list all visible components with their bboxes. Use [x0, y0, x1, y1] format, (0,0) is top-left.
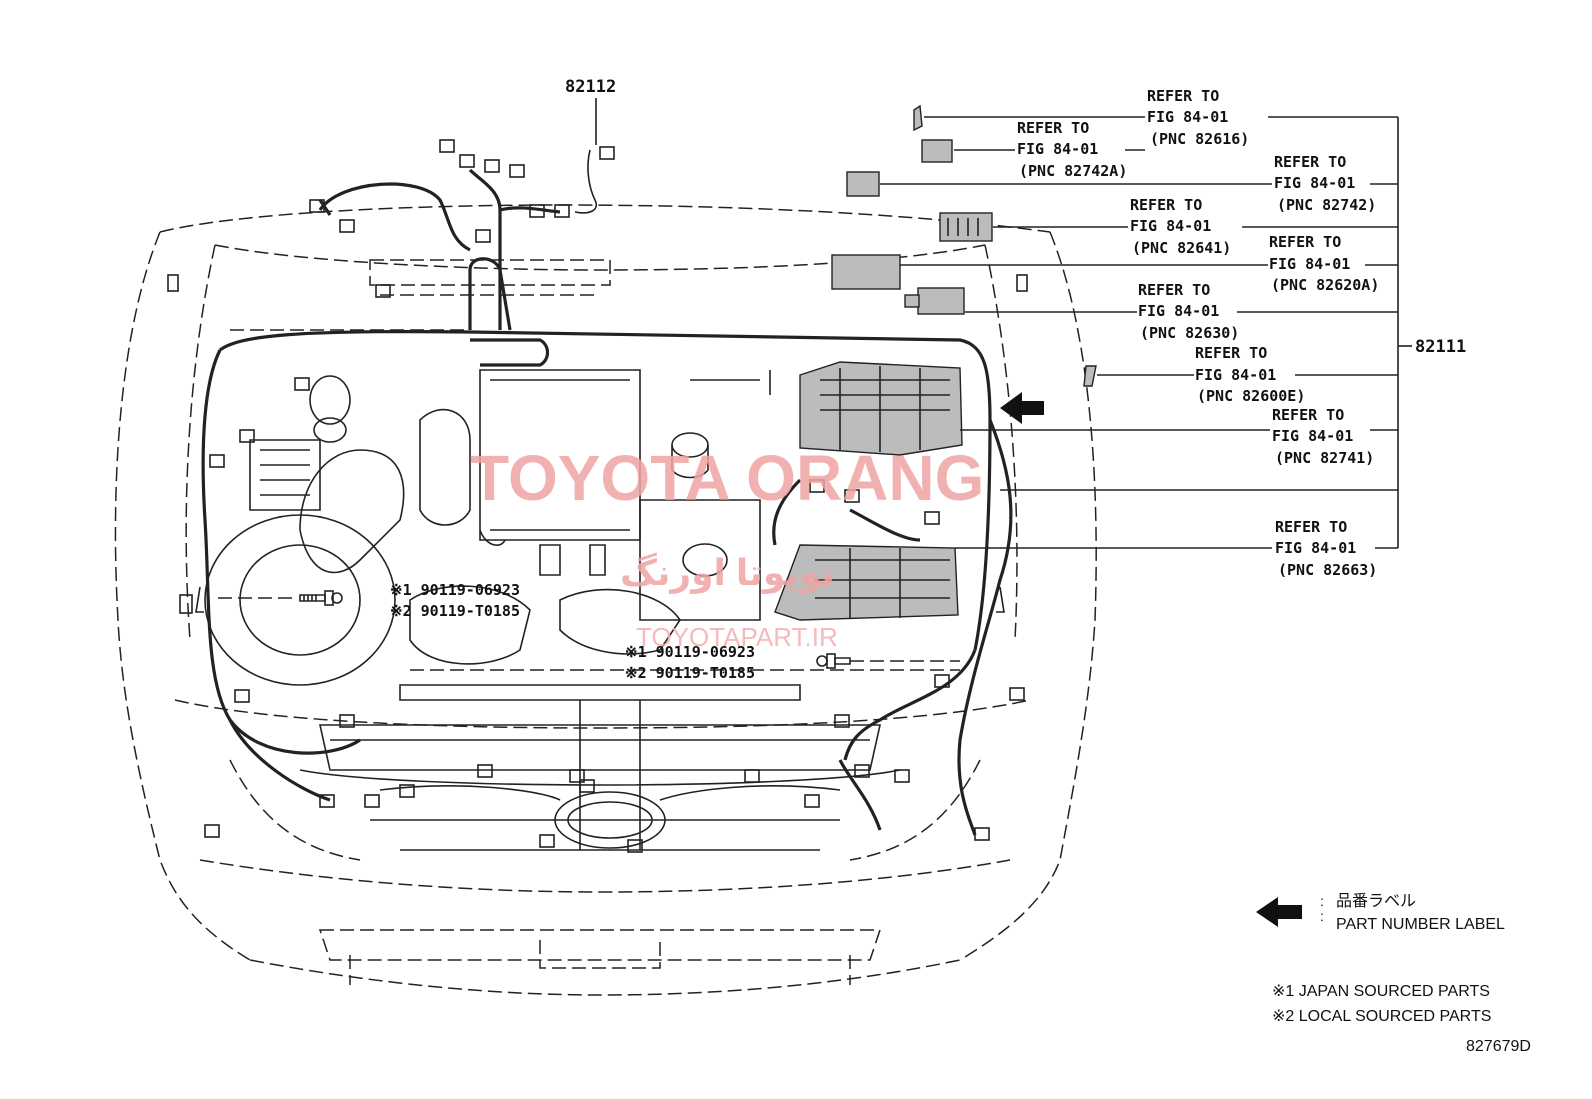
svg-text:※1 90119-06923: ※1 90119-06923 — [390, 581, 520, 599]
svg-text:FIG 84-01: FIG 84-01 — [1275, 539, 1356, 557]
legend-note-japan: ※1 JAPAN SOURCED PARTS — [1272, 983, 1490, 1000]
legend-note-local: ※2 LOCAL SOURCED PARTS — [1272, 1008, 1491, 1025]
svg-text:(PNC 82616): (PNC 82616) — [1150, 130, 1249, 148]
part-number-82112: 82112 — [565, 77, 616, 97]
callout-82663: REFER TO FIG 84-01 (PNC 82663) — [1275, 518, 1377, 579]
svg-text:FIG 84-01: FIG 84-01 — [1195, 366, 1276, 384]
callout-82641: REFER TO FIG 84-01 (PNC 82641) — [1130, 196, 1231, 257]
svg-text:(PNC 82663): (PNC 82663) — [1278, 561, 1377, 579]
bolt-label-center: ※1 90119-06923 ※2 90119-T0185 — [625, 643, 755, 682]
part-82600e-icon — [1083, 365, 1097, 387]
bolt-icon — [299, 590, 343, 606]
svg-text:REFER TO: REFER TO — [1269, 233, 1341, 251]
svg-text:(PNC 82641): (PNC 82641) — [1132, 239, 1231, 257]
wiring-harness — [201, 149, 1013, 836]
callout-82616: REFER TO FIG 84-01 (PNC 82616) — [1147, 87, 1249, 148]
svg-text:REFER TO: REFER TO — [1195, 344, 1267, 362]
svg-text:REFER TO: REFER TO — [1017, 119, 1089, 137]
svg-text:※2 90119-T0185: ※2 90119-T0185 — [625, 664, 755, 682]
part-82742a-icon — [921, 139, 953, 163]
engine-components — [204, 369, 960, 851]
leader-lines — [595, 98, 1412, 549]
callout-82620a: REFER TO FIG 84-01 (PNC 82620A) — [1269, 233, 1379, 294]
svg-text:※2 90119-T0185: ※2 90119-T0185 — [390, 602, 520, 620]
watermark-brand: TOYOTA ORANG — [470, 442, 984, 514]
svg-text:FIG 84-01: FIG 84-01 — [1130, 217, 1211, 235]
svg-text:(PNC 82620A): (PNC 82620A) — [1271, 276, 1379, 294]
legend-label-en: PART NUMBER LABEL — [1336, 916, 1505, 933]
watermark-persian: تویوتا اورنگ — [620, 552, 835, 594]
legend: : : 品番ラベル PART NUMBER LABEL ※1 JAPAN SOU… — [1256, 892, 1505, 1025]
svg-text:REFER TO: REFER TO — [1275, 518, 1347, 536]
svg-text:(PNC 82742A): (PNC 82742A) — [1019, 162, 1127, 180]
svg-text:REFER TO: REFER TO — [1147, 87, 1219, 105]
svg-text:FIG 84-01: FIG 84-01 — [1269, 255, 1350, 273]
svg-text:REFER TO: REFER TO — [1272, 406, 1344, 424]
svg-text:FIG 84-01: FIG 84-01 — [1138, 302, 1219, 320]
svg-text:REFER TO: REFER TO — [1274, 153, 1346, 171]
part-82630-icon — [917, 287, 965, 315]
callout-82742: REFER TO FIG 84-01 (PNC 82742) — [1274, 153, 1376, 214]
svg-text::: : — [1320, 908, 1324, 924]
harness-connectors — [167, 139, 1028, 853]
part-number-label-arrow-icon — [1256, 897, 1302, 927]
drawing-id: 827679D — [1466, 1038, 1531, 1055]
watermark: TOYOTA ORANG تویوتا اورنگ TOYOTAPART.IR — [470, 442, 984, 652]
part-82742-icon — [846, 171, 880, 197]
svg-text:REFER TO: REFER TO — [1130, 196, 1202, 214]
bolt-label-left: ※1 90119-06923 ※2 90119-T0185 — [390, 581, 520, 620]
reference-parts — [774, 104, 1097, 621]
svg-text:FIG 84-01: FIG 84-01 — [1274, 174, 1355, 192]
part-number-82111: 82111 — [1415, 337, 1466, 357]
watermark-site: TOYOTAPART.IR — [636, 622, 838, 652]
part-label-arrow-icon — [1000, 392, 1044, 424]
callout-82600e: REFER TO FIG 84-01 (PNC 82600E) — [1195, 344, 1305, 405]
svg-text:FIG 84-01: FIG 84-01 — [1272, 427, 1353, 445]
callout-82630: REFER TO FIG 84-01 (PNC 82630) — [1138, 281, 1239, 342]
bolt-icon — [816, 653, 851, 669]
legend-label-jp: 品番ラベル — [1336, 892, 1416, 910]
svg-text:(PNC 82741): (PNC 82741) — [1275, 449, 1374, 467]
svg-text:(PNC 82600E): (PNC 82600E) — [1197, 387, 1305, 405]
callout-82741: REFER TO FIG 84-01 (PNC 82741) — [1272, 406, 1374, 467]
part-82620a-icon — [831, 254, 901, 290]
svg-text::: : — [1320, 893, 1324, 909]
svg-text:※1 90119-06923: ※1 90119-06923 — [625, 643, 755, 661]
svg-text:(PNC 82630): (PNC 82630) — [1140, 324, 1239, 342]
svg-text:REFER TO: REFER TO — [1138, 281, 1210, 299]
svg-text:(PNC 82742): (PNC 82742) — [1277, 196, 1376, 214]
part-82616-icon — [913, 104, 923, 132]
callout-82742a: REFER TO FIG 84-01 (PNC 82742A) — [1017, 119, 1127, 180]
svg-text:FIG 84-01: FIG 84-01 — [1147, 108, 1228, 126]
svg-text:FIG 84-01: FIG 84-01 — [1017, 140, 1098, 158]
part-82663-icon — [774, 544, 959, 621]
